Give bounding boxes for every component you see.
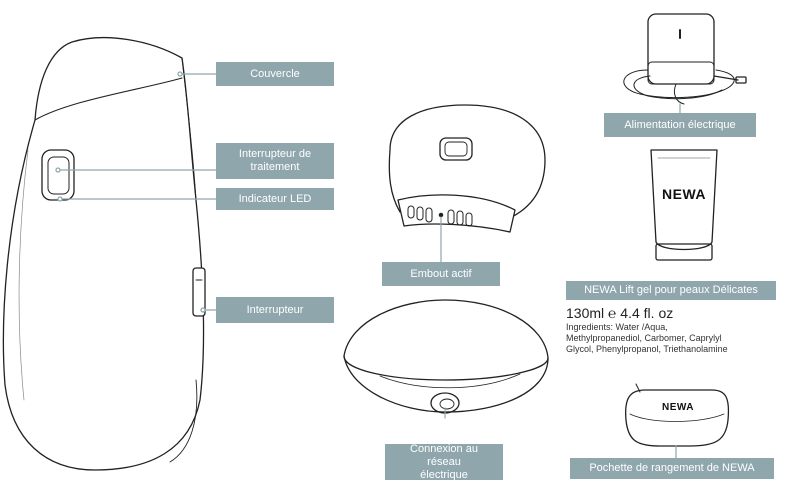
label-power-supply: Alimentation électrique xyxy=(604,113,756,137)
pouch-brand-logo: NEWA xyxy=(662,402,694,413)
active-tip xyxy=(388,104,546,233)
label-storage-pouch: Pochette de rangement de NEWA xyxy=(570,458,774,479)
gel-tube xyxy=(650,149,718,261)
label-treatment-switch: Interrupteur de traitement xyxy=(216,143,334,179)
gel-ingredients-line: Ingredients: Water /Aqua, xyxy=(566,322,668,332)
storage-pouch xyxy=(624,383,730,459)
gel-ingredients-line: Methylpropanediol, Carbomer, Caprylyl xyxy=(566,333,722,343)
label-led-indicator: Indicateur LED xyxy=(216,188,334,210)
side-switch xyxy=(192,267,206,317)
gel-ingredients-line: Glycol, Phenylpropanol, Triethanolamine xyxy=(566,344,728,354)
label-power-connection: Connexion au réseau électrique xyxy=(385,443,503,481)
label-cover: Couvercle xyxy=(216,62,334,86)
gel-quantity: 130ml ℮ 4.4 fl. oz xyxy=(566,305,674,321)
label-switch: Interrupteur xyxy=(216,297,334,323)
tube-brand-logo: NEWA xyxy=(662,186,706,202)
power-base xyxy=(343,299,549,414)
treatment-button xyxy=(41,149,75,201)
power-adapter xyxy=(623,13,747,105)
device-body xyxy=(2,37,205,471)
label-gel: NEWA Lift gel pour peaux Délicates xyxy=(566,281,776,300)
label-active-tip: Embout actif xyxy=(382,262,500,286)
gel-ingredients: Ingredients: Water /Aqua, Methylpropaned… xyxy=(566,322,786,355)
